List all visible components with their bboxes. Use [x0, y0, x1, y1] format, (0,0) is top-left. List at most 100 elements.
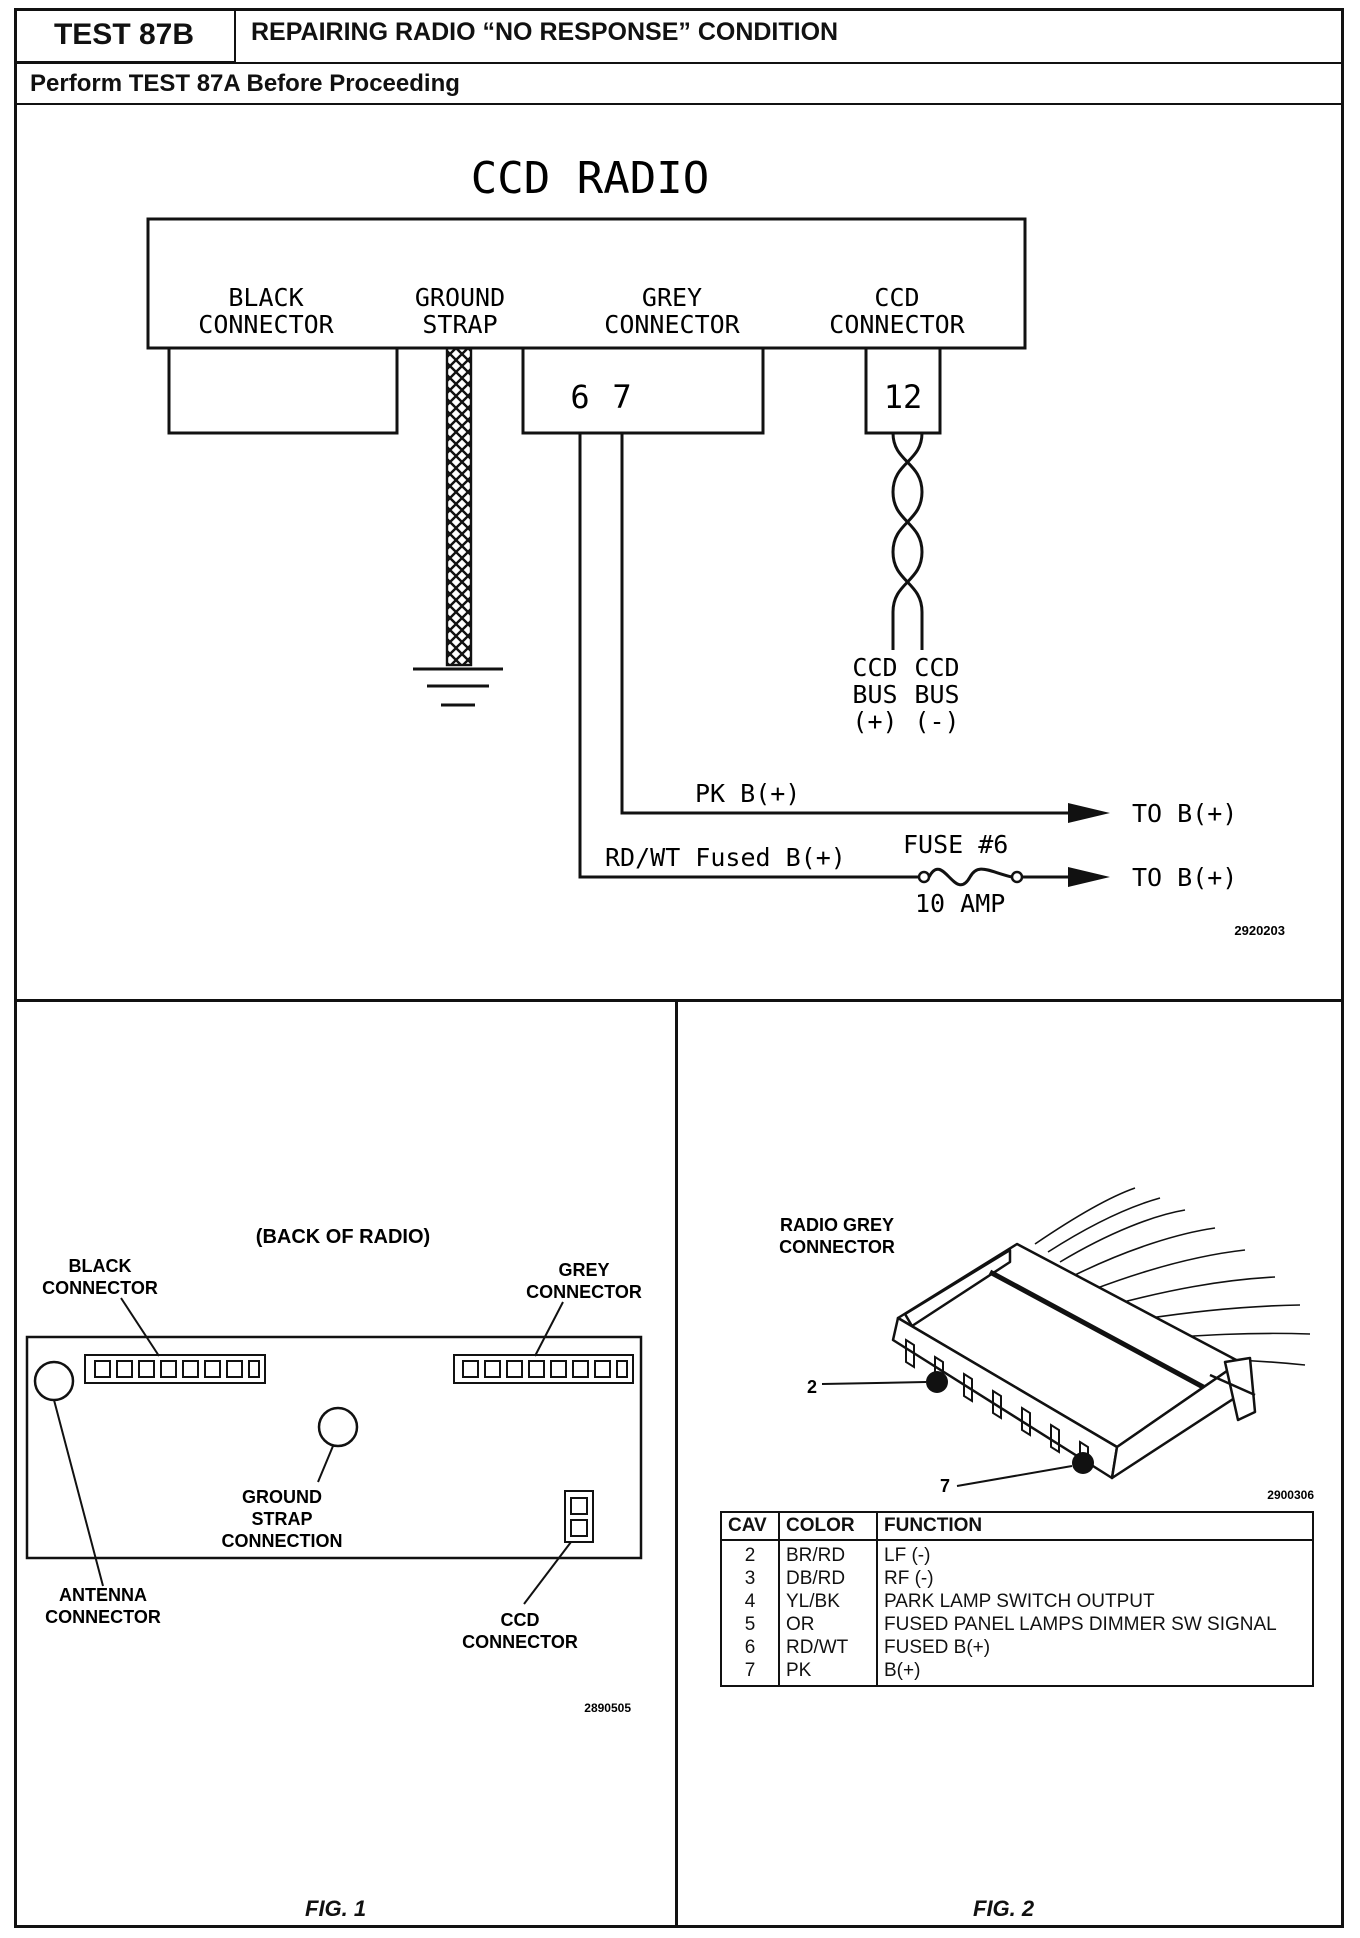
- svg-text:RADIO GREY: RADIO GREY: [780, 1215, 894, 1235]
- radio-body: [146, 217, 1027, 350]
- svg-text:CCD: CCD: [501, 1610, 540, 1630]
- function-cell: FUSED PANEL LAMPS DIMMER SW SIGNAL: [884, 1614, 1277, 1635]
- schematic-ref-number: 2920203: [1234, 923, 1285, 938]
- back-of-radio-label: (BACK OF RADIO): [256, 1226, 430, 1248]
- color-cell: YL/BK: [779, 1590, 878, 1613]
- pin-7-label: 7: [612, 378, 631, 416]
- svg-text:CONNECTOR: CONNECTOR: [45, 1607, 161, 1627]
- wire-rdwt: [578, 433, 920, 879]
- function-cell: RF (-): [884, 1568, 934, 1589]
- ccd-connector-block: [864, 348, 942, 435]
- svg-text:GROUND: GROUND: [242, 1487, 322, 1507]
- fig1-leader-lines: [53, 1297, 572, 1605]
- fuse-label: FUSE #6: [903, 830, 1008, 859]
- fig1-ground-strap-label: GROUND STRAP CONNECTION: [222, 1487, 343, 1551]
- cav-cell: 7: [721, 1659, 780, 1686]
- antenna-connector-circle: [33, 1360, 75, 1402]
- svg-text:CONNECTOR: CONNECTOR: [198, 310, 334, 339]
- table-row: 5 OR FUSED PANEL LAMPS DIMMER SW SIGNAL: [721, 1613, 1313, 1636]
- radio-back-panel: [25, 1335, 643, 1560]
- page-frame: [14, 8, 1344, 1928]
- function-cell: B(+): [884, 1660, 921, 1681]
- fig2-pin-7-label: 7: [940, 1476, 950, 1496]
- schematic-black-connector-label: BLACK CONNECTOR: [198, 283, 334, 339]
- cav-cell: 5: [721, 1613, 780, 1636]
- arrow-to-b-plus-2: [1068, 867, 1110, 887]
- fuse-symbol: [927, 867, 1013, 887]
- color-cell: RD/WT: [779, 1636, 878, 1659]
- color-cell: OR: [779, 1613, 878, 1636]
- ground-symbol: [413, 667, 503, 707]
- fig1-antenna-label: ANTENNA CONNECTOR: [45, 1585, 161, 1627]
- header-divider-lower: [14, 103, 1344, 105]
- svg-text:CONNECTOR: CONNECTOR: [779, 1237, 895, 1257]
- table-row: 3 DB/RD RF (-): [721, 1567, 1313, 1590]
- table-row: 4 YL/BK PARK LAMP SWITCH OUTPUT: [721, 1590, 1313, 1613]
- function-cell: PARK LAMP SWITCH OUTPUT: [884, 1591, 1155, 1612]
- fig1-ref-number: 2890505: [584, 1701, 631, 1715]
- schematic-grey-connector-label: GREY CONNECTOR: [604, 283, 740, 339]
- section-divider-horizontal: [14, 999, 1344, 1002]
- ground-strap-connection-circle: [317, 1406, 359, 1448]
- cavity-7-marker: [1072, 1452, 1094, 1474]
- svg-text:BUS: BUS: [852, 680, 897, 709]
- wire-pk-label: PK B(+): [695, 779, 800, 808]
- svg-text:BLACK: BLACK: [69, 1256, 132, 1276]
- fig2-grey-connector-body: [891, 1242, 1257, 1480]
- svg-text:CONNECTOR: CONNECTOR: [526, 1282, 642, 1302]
- fig1-ccd-label: CCD CONNECTOR: [462, 1610, 578, 1652]
- svg-text:CCD: CCD: [852, 653, 897, 682]
- svg-text:GREY: GREY: [642, 283, 702, 312]
- cavity-2-marker: [926, 1371, 948, 1393]
- fuse-rating-label: 10 AMP: [915, 889, 1005, 918]
- schematic-ccd-connector-label: CCD CONNECTOR: [829, 283, 965, 339]
- fig2-ref-number: 2900306: [1267, 1488, 1314, 1502]
- cav-cell: 4: [721, 1590, 780, 1613]
- svg-text:GROUND: GROUND: [415, 283, 505, 312]
- schematic-ground-strap-label: GROUND STRAP: [415, 283, 505, 339]
- fig2-caption: FIG. 2: [973, 1896, 1035, 1921]
- cav-cell: 2: [721, 1540, 780, 1567]
- ground-strap: [445, 346, 473, 667]
- fig1-black-connector: [84, 1354, 266, 1384]
- svg-text:(+): (+): [852, 707, 897, 736]
- svg-text:ANTENNA: ANTENNA: [59, 1585, 147, 1605]
- svg-text:BLACK: BLACK: [228, 283, 303, 312]
- prerequisite-note: Perform TEST 87A Before Proceeding: [30, 70, 460, 97]
- svg-text:CONNECTOR: CONNECTOR: [42, 1278, 158, 1298]
- schematic-title: CCD RADIO: [471, 153, 709, 204]
- svg-text:CCD: CCD: [874, 283, 919, 312]
- header-divider: [14, 62, 1344, 64]
- svg-text:CONNECTOR: CONNECTOR: [829, 310, 965, 339]
- svg-text:CONNECTOR: CONNECTOR: [604, 310, 740, 339]
- function-cell: FUSED B(+): [884, 1637, 991, 1658]
- col-function: FUNCTION: [877, 1512, 1313, 1541]
- function-cell: LF (-): [884, 1545, 931, 1566]
- svg-text:BUS: BUS: [914, 680, 959, 709]
- table-row: 7 PK B(+): [721, 1659, 1313, 1686]
- svg-text:STRAP: STRAP: [422, 310, 497, 339]
- fig1-grey-connector: [453, 1354, 634, 1384]
- svg-text:CONNECTOR: CONNECTOR: [462, 1632, 578, 1652]
- arrow-to-b-plus-1: [1068, 803, 1110, 823]
- fig2-leader-lines: [821, 1381, 1073, 1487]
- fuse-terminal-right: [1010, 870, 1024, 884]
- page-title: REPAIRING RADIO “NO RESPONSE” CONDITION: [251, 18, 839, 46]
- wire-pk: [620, 433, 1070, 815]
- color-cell: BR/RD: [779, 1540, 878, 1567]
- color-cell: DB/RD: [779, 1567, 878, 1590]
- fig1-ccd-connector: [564, 1490, 594, 1543]
- cavity-function-table: CAV COLOR FUNCTION 2 BR/RD LF (-) 3 DB/R…: [720, 1511, 1314, 1687]
- to-b-plus-label-1: TO B(+): [1132, 799, 1237, 828]
- fig2-radio-grey-label: RADIO GREY CONNECTOR: [779, 1215, 895, 1257]
- table-row: 6 RD/WT FUSED B(+): [721, 1636, 1313, 1659]
- svg-text:(-): (-): [914, 707, 959, 736]
- grey-connector-block: [521, 348, 765, 435]
- section-divider-vertical: [675, 1000, 678, 1928]
- svg-text:STRAP: STRAP: [251, 1509, 312, 1529]
- table-row: 2 BR/RD LF (-): [721, 1540, 1313, 1567]
- pin-12-label: 12: [884, 378, 923, 416]
- fig1-caption: FIG. 1: [305, 1896, 367, 1921]
- wire-rdwt-label: RD/WT Fused B(+): [605, 843, 846, 872]
